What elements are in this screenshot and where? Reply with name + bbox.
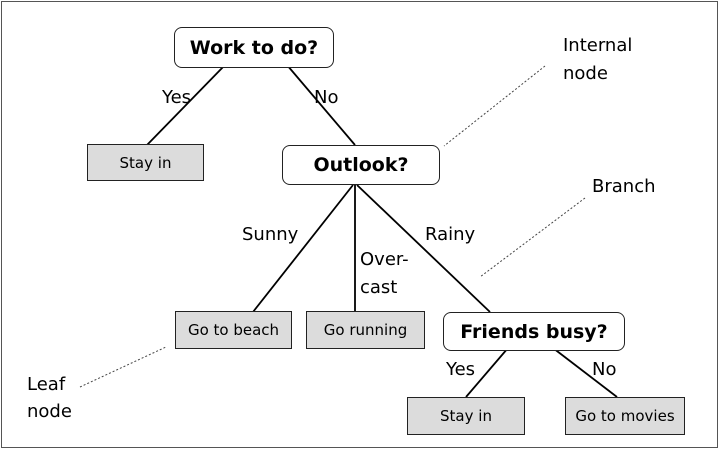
leaf-go-to-beach: Go to beach bbox=[175, 311, 292, 349]
edge-label-rainy: Rainy bbox=[425, 224, 476, 245]
annotation-branch: Branch bbox=[592, 176, 656, 197]
edge-label-friends-yes: Yes bbox=[446, 359, 476, 380]
edge-root-no bbox=[286, 64, 356, 146]
edge-label-yes: Yes bbox=[162, 87, 192, 108]
annotation-internal-node-line1: Internal bbox=[563, 35, 633, 56]
node-work-to-do: Work to do? bbox=[174, 27, 334, 68]
leaf-stay-in-2: Stay in bbox=[407, 397, 525, 435]
edge-label-overcast-2: cast bbox=[360, 277, 398, 298]
edge-sunny bbox=[252, 184, 354, 313]
node-outlook: Outlook? bbox=[282, 145, 440, 185]
leaf-go-to-movies: Go to movies bbox=[565, 397, 685, 435]
edge-label-no: No bbox=[314, 87, 339, 108]
edge-label-friends-no: No bbox=[592, 359, 617, 380]
annotation-internal-node-line2: node bbox=[563, 63, 608, 84]
edge-friends-no bbox=[552, 347, 618, 398]
pointer-leaf-node bbox=[79, 346, 167, 388]
pointer-internal-node bbox=[443, 65, 546, 147]
node-friends-busy: Friends busy? bbox=[443, 312, 625, 351]
edge-root-yes bbox=[146, 64, 226, 146]
edge-rainy bbox=[356, 184, 491, 313]
edge-label-overcast-1: Over- bbox=[360, 249, 409, 270]
pointer-branch bbox=[479, 197, 586, 278]
edge-friends-yes bbox=[465, 347, 509, 398]
leaf-stay-in-1: Stay in bbox=[87, 144, 204, 181]
annotation-leaf-node: Leaf node bbox=[27, 374, 72, 423]
edge-label-sunny: Sunny bbox=[242, 224, 299, 245]
annotation-leaf-node-line2: node bbox=[27, 401, 72, 422]
annotation-internal-node: Internal node bbox=[563, 35, 632, 85]
annotation-leaf-node-line1: Leaf bbox=[27, 374, 66, 395]
leaf-go-running: Go running bbox=[306, 311, 425, 349]
